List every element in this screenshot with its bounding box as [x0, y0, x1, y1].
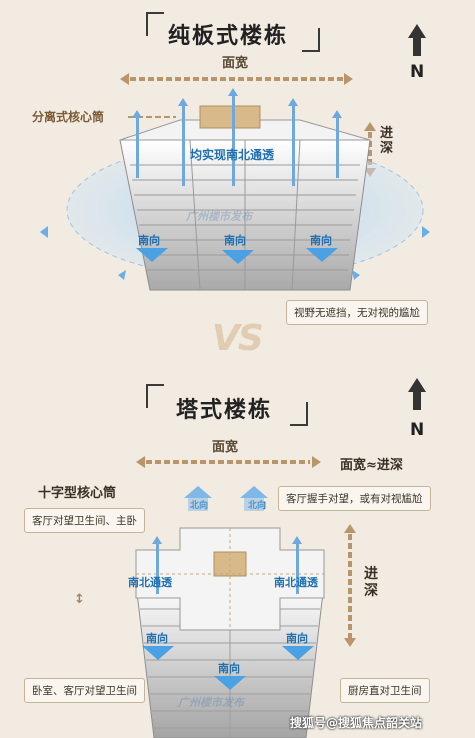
tower-width-arrow-right [312, 456, 321, 468]
tower-building-illustration [135, 527, 325, 738]
tower-north-stem [413, 392, 421, 410]
slab-south-arrow-1-icon [136, 248, 168, 262]
slab-flow-arrow-5-icon [332, 110, 342, 118]
tower-callout-top-left: 客厅对望卫生间、主卧 [24, 508, 145, 533]
tower-core-label: 十字型核心筒 [38, 486, 117, 501]
slab-title-bracket-left [146, 12, 164, 36]
tower-callout-bottom-left: 卧室、客厅对望卫生间 [24, 678, 145, 703]
slab-south-label-1: 南向 [138, 234, 160, 247]
slab-south-arrow-2-icon [222, 250, 254, 264]
slab-building-illustration [40, 105, 430, 291]
tower-south-arrow-3-icon [282, 646, 314, 660]
tower-north-block-2 [244, 497, 264, 511]
footer-source: 搜狐号@搜狐焦点韶关站 [290, 716, 423, 730]
tower-width-line [146, 460, 310, 464]
slab-depth-arrow-up [364, 122, 376, 131]
slab-flow-line-1 [136, 118, 139, 178]
slab-width-arrow-right [344, 73, 353, 85]
tower-depth-line [348, 534, 352, 638]
slab-title: 纯板式楼栋 [168, 24, 289, 49]
slab-south-label-3: 南向 [310, 234, 332, 247]
vs-mark: VS [212, 318, 264, 359]
slab-flow-arrow-4-icon [288, 98, 298, 106]
tower-south-label-3: 南向 [286, 632, 308, 645]
tower-north-block-1 [188, 497, 208, 511]
tower-north-arrow-2-icon [240, 486, 268, 498]
tower-width-label: 面宽 [212, 440, 239, 455]
tower-through-label-1: 南北通透 [128, 576, 172, 589]
slab-through-label: 均实现南北通透 [190, 148, 275, 162]
tower-south-label-2: 南向 [218, 662, 240, 675]
tower-flow-arrow-2-icon [292, 536, 302, 544]
slab-north-arrow-icon [408, 24, 426, 38]
tower-flow-line-1 [156, 544, 159, 594]
slab-flow-line-4 [292, 106, 295, 186]
slab-depth-line [368, 132, 372, 168]
slab-width-label: 面宽 [222, 56, 249, 71]
tower-through-label-2: 南北通透 [274, 576, 318, 589]
tower-depth-arrow-up [344, 524, 356, 533]
slab-south-arrow-3-icon [306, 248, 338, 262]
tower-width-arrow-left [136, 456, 145, 468]
slab-core-label: 分离式核心筒 [32, 110, 105, 124]
tower-north-arrow-icon [408, 378, 426, 392]
tower-north-arrow-1-icon [184, 486, 212, 498]
tower-callout-top-right: 客厅握手对望，或有对视尴尬 [278, 486, 431, 511]
slab-watermark: 广州楼市发布 [186, 210, 252, 223]
slab-flow-line-3 [232, 96, 235, 186]
slab-flow-arrow-2-icon [178, 98, 188, 106]
slab-south-label-2: 南向 [224, 234, 246, 247]
slab-flow-arrow-3-icon [228, 88, 238, 96]
tower-title-bracket-right [290, 402, 308, 426]
tower-flow-line-2 [296, 544, 299, 594]
slab-flow-line-2 [182, 106, 185, 186]
slab-title-bracket-right [302, 28, 320, 52]
slab-width-line [130, 77, 343, 81]
tower-title: 塔式楼栋 [176, 398, 273, 423]
tower-south-arrow-2-icon [214, 676, 246, 690]
slab-core-leader [128, 116, 176, 118]
tower-side-marker: ↕ [74, 592, 85, 607]
slab-flow-arrow-1-icon [132, 110, 142, 118]
tower-depth-label: 进深 [364, 566, 378, 599]
tower-callout-bottom-right: 厨房直对卫生间 [340, 678, 430, 703]
tower-flow-arrow-1-icon [152, 536, 162, 544]
slab-flow-line-5 [336, 118, 339, 178]
slab-depth-label: 进深 [380, 126, 394, 156]
tower-south-label-1: 南向 [146, 632, 168, 645]
slab-north-label: N [410, 62, 425, 82]
slab-callout: 视野无遮挡，无对视的尴尬 [286, 300, 428, 325]
slab-width-arrow-left [120, 73, 129, 85]
tower-south-arrow-1-icon [142, 646, 174, 660]
tower-ratio-label: 面宽≈进深 [340, 458, 403, 473]
slab-north-stem [413, 38, 421, 56]
tower-depth-arrow-down [344, 638, 356, 647]
tower-north-label: N [410, 420, 425, 440]
tower-watermark: 广州楼市发布 [178, 696, 244, 709]
tower-title-bracket-left [146, 384, 164, 408]
slab-core-block [199, 105, 261, 129]
